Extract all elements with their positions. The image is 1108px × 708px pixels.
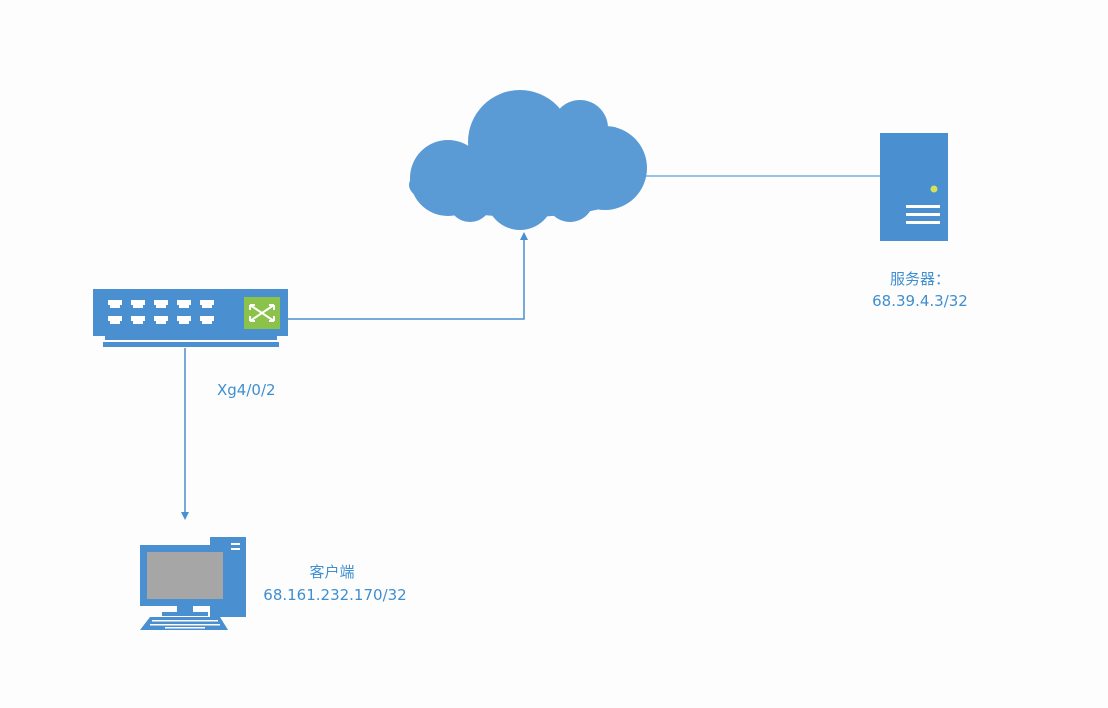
server-icon xyxy=(880,133,948,241)
server-label: 服务器： xyxy=(889,270,950,288)
switch-client-port-label: Xg4/0/2 xyxy=(217,381,276,399)
client-ip-address: 68.161.232.170/32 xyxy=(263,586,407,604)
link-switch-cloud xyxy=(288,232,528,320)
server-ip-address: 68.39.4.3/32 xyxy=(872,292,968,310)
switch-icon xyxy=(93,289,288,347)
switch-ports xyxy=(108,300,214,324)
switch-uplink-port-icon xyxy=(244,297,280,329)
cloud-icon xyxy=(409,90,647,230)
client-label: 客户端 xyxy=(309,563,355,581)
desktop-pc-icon xyxy=(140,537,246,630)
